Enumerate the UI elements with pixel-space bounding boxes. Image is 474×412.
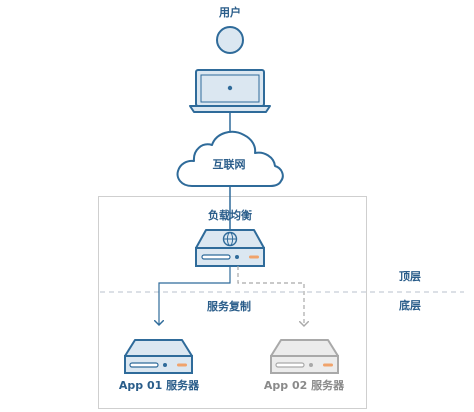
connector-lb-app02 — [237, 266, 304, 326]
user-icon — [216, 26, 244, 54]
laptop-icon — [189, 69, 271, 113]
cloud-icon — [176, 130, 284, 187]
app02-label: App 02 服务器 — [263, 379, 345, 392]
bottom-layer-label: 底层 — [399, 299, 421, 312]
user-label: 用户 — [219, 6, 241, 19]
system-boundary-box — [98, 196, 367, 409]
internet-label: 互联网 — [212, 158, 246, 171]
app02-server-icon — [270, 339, 339, 374]
connector-lb-app01 — [159, 266, 231, 325]
replication-label: 服务复制 — [207, 300, 251, 313]
app01-label: App 01 服务器 — [118, 379, 200, 392]
load-balancer-icon — [195, 229, 265, 267]
load-balancer-label: 负载均衡 — [208, 209, 252, 222]
app01-server-icon — [124, 339, 193, 374]
top-layer-label: 顶层 — [399, 270, 421, 283]
